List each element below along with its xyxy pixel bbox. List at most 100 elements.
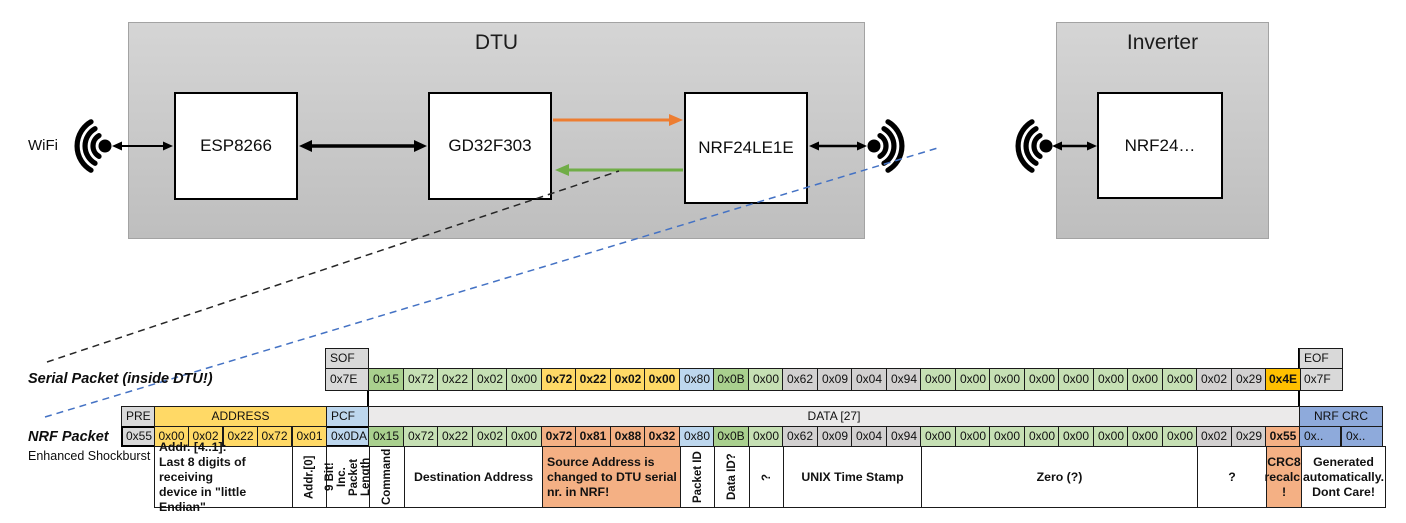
nrf-byte-cell: 0x32 [644, 426, 680, 447]
component-gd32f303: GD32F303 [428, 92, 552, 200]
wifi-signal-icon [1015, 119, 1053, 173]
nrf-byte-cell: 0x72 [403, 426, 439, 447]
nrf-byte-cell: 0x09 [817, 426, 853, 447]
serial-byte-cell: 0x29 [1231, 368, 1267, 391]
nrf-byte-cell: 0x88 [610, 426, 646, 447]
nrf-crc-byte-cell: 0x.. [1341, 426, 1383, 447]
serial-byte-cell: 0x02 [610, 368, 646, 391]
serial-byte-cell: 0x72 [403, 368, 439, 391]
component-nrf24le1e: NRF24LE1E [684, 92, 808, 204]
inverter-container-box: Inverter [1056, 22, 1269, 239]
serial-packet-label: Serial Packet (inside DTU!) [28, 371, 213, 387]
nrf-crc-header: NRF CRC [1299, 406, 1383, 427]
nrf-byte-cell: 0x04 [851, 426, 887, 447]
serial-byte-cell: 0x00 [1024, 368, 1060, 391]
annotation-cell: 9 Bit! Inc. Packet Length [324, 446, 372, 508]
serial-byte-cell: 0x00 [955, 368, 991, 391]
component-esp8266: ESP8266 [174, 92, 298, 200]
nrf-address-byte-cell: 0x72 [257, 426, 292, 447]
wifi-signal-icon [867, 119, 905, 173]
inverter-title: Inverter [1126, 31, 1199, 54]
component-gd32f303-label: GD32F303 [448, 136, 532, 155]
annotation-cell: Source Address is changed to DTU serial … [542, 446, 681, 508]
annotation-cell: CRC8 recalc. ! [1265, 446, 1304, 508]
nrf-address-byte-cell: 0x00 [154, 426, 189, 447]
serial-byte-cell: 0x04 [851, 368, 887, 391]
eof-value: 0x7F [1299, 368, 1343, 391]
nrf-address-byte-cell: 0x02 [188, 426, 223, 447]
annotation-cell: ? [1197, 446, 1267, 508]
nrf-byte-cell: 0x94 [886, 426, 922, 447]
nrf-byte-cell: 0x72 [541, 426, 577, 447]
wifi-signal-icon [74, 119, 112, 173]
serial-byte-cell: 0x00 [506, 368, 542, 391]
nrf-address-byte-cell: 0x01 [292, 426, 327, 447]
pre-header: PRE [121, 406, 155, 427]
nrf-byte-cell: 0x00 [989, 426, 1025, 447]
address-header: ADDRESS [154, 406, 327, 427]
serial-byte-cell: 0x02 [1196, 368, 1232, 391]
sof-value: 0x7E [325, 368, 369, 391]
nrf-byte-cell: 0x15 [368, 426, 404, 447]
wifi-label: WiFi [28, 137, 58, 154]
serial-byte-cell: 0x00 [1162, 368, 1198, 391]
nrf-byte-cell: 0x00 [506, 426, 542, 447]
serial-byte-cell: 0x00 [1127, 368, 1163, 391]
pre-value: 0x55 [121, 426, 155, 447]
serial-byte-cell: 0x00 [1093, 368, 1129, 391]
nrf-byte-cell: 0x00 [748, 426, 784, 447]
serial-byte-cell: 0x80 [679, 368, 715, 391]
component-nrf24-inverter: NRF24… [1097, 92, 1223, 199]
serial-byte-cell: 0x22 [437, 368, 473, 391]
serial-byte-cell: 0x02 [472, 368, 508, 391]
sof-header: SOF [325, 348, 369, 369]
nrf-byte-cell: 0x81 [575, 426, 611, 447]
component-esp8266-label: ESP8266 [200, 136, 272, 155]
annotation-cell: UNIX Time Stamp [783, 446, 922, 508]
nrf-packet-label: NRF Packet [28, 429, 109, 445]
nrf-byte-cell: 0x02 [472, 426, 508, 447]
dtu-title: DTU [474, 31, 519, 54]
pcf-value: 0x0DA [326, 426, 369, 447]
serial-byte-cell: 0x94 [886, 368, 922, 391]
nrf-byte-cell: 0x80 [679, 426, 715, 447]
serial-byte-cell: 0x15 [368, 368, 404, 391]
pcf-header: PCF [326, 406, 369, 427]
serial-byte-cell: 0x4E [1265, 368, 1301, 391]
annotation-cell: ? [749, 446, 785, 508]
nrf-byte-cell: 0x00 [920, 426, 956, 447]
serial-byte-cell: 0x00 [920, 368, 956, 391]
serial-byte-cell: 0x09 [817, 368, 853, 391]
nrf-byte-cell: 0x55 [1265, 426, 1301, 447]
nrf-crc-byte-cell: 0x.. [1299, 426, 1341, 447]
annotation-cell: Zero (?) [921, 446, 1198, 508]
annotation-cell: Generated automatically. Dont Care! [1301, 446, 1386, 508]
serial-byte-cell: 0x00 [1058, 368, 1094, 391]
data-header: DATA [27] [368, 406, 1300, 427]
serial-byte-cell: 0x22 [575, 368, 611, 391]
nrf-byte-cell: 0x00 [1058, 426, 1094, 447]
nrf-byte-cell: 0x02 [1196, 426, 1232, 447]
component-nrf24le1e-label: NRF24LE1E [698, 138, 794, 157]
serial-byte-cell: 0x00 [748, 368, 784, 391]
nrf-byte-cell: 0x00 [1162, 426, 1198, 447]
nrf-byte-cell: 0x0B [713, 426, 749, 447]
nrf-packet-sublabel: Enhanced Shockburst [28, 449, 151, 463]
annotation-cell: Addr. [4..1]: Last 8 digits of receiving… [154, 440, 293, 514]
annotation-cell: Addr.[0] [292, 446, 327, 508]
eof-header: EOF [1299, 348, 1343, 369]
nrf-byte-cell: 0x62 [782, 426, 818, 447]
annotation-cell: Command [369, 446, 405, 508]
nrf-byte-cell: 0x29 [1231, 426, 1267, 447]
serial-byte-cell: 0x00 [989, 368, 1025, 391]
component-nrf24-inverter-label: NRF24… [1124, 135, 1196, 155]
serial-byte-cell: 0x72 [541, 368, 577, 391]
serial-byte-cell: 0x0B [713, 368, 749, 391]
annotation-cell: Data ID? [714, 446, 750, 508]
nrf-byte-cell: 0x00 [1024, 426, 1060, 447]
nrf-byte-cell: 0x22 [437, 426, 473, 447]
nrf-byte-cell: 0x00 [1093, 426, 1129, 447]
nrf-byte-cell: 0x00 [1127, 426, 1163, 447]
annotation-cell: Destination Address [404, 446, 543, 508]
